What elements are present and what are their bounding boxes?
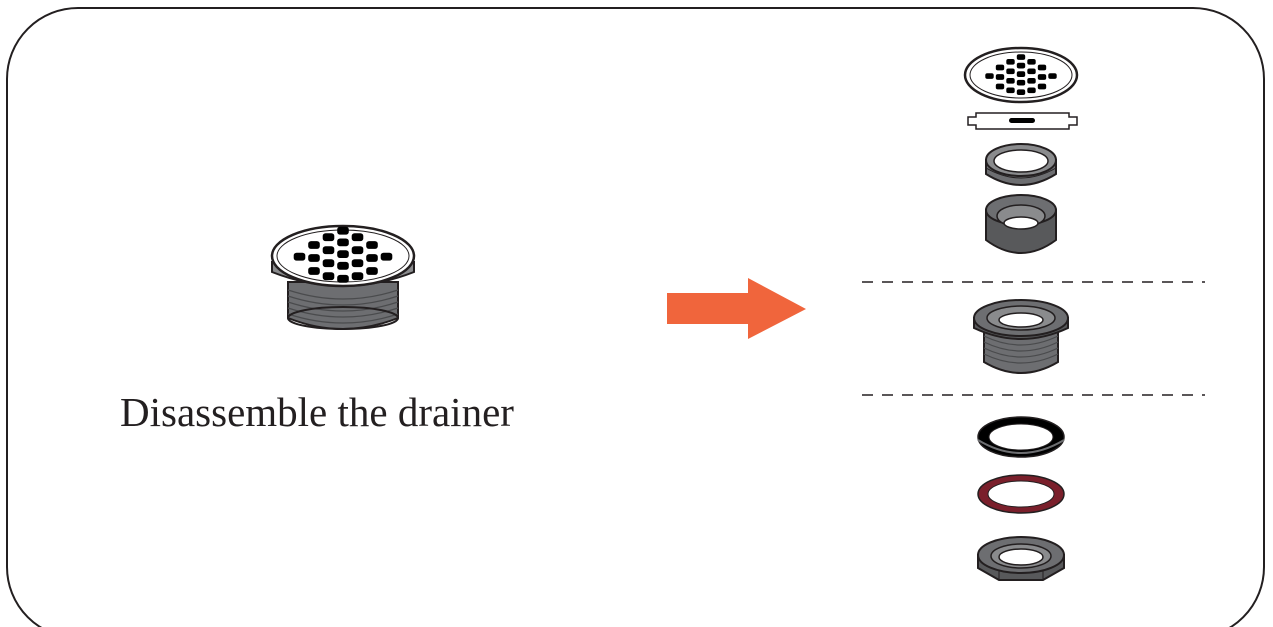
red-friction-washer-icon [977, 474, 1065, 514]
strainer-cover-icon [963, 46, 1079, 104]
compression-ring-icon [985, 143, 1057, 186]
assembled-drainer-icon [270, 224, 416, 330]
right-arrow-icon [667, 278, 806, 339]
drain-body-icon [973, 299, 1069, 374]
rounded-frame [6, 7, 1265, 627]
instruction-caption: Disassemble the drainer [120, 389, 514, 435]
adjustable-collar-icon [985, 194, 1057, 254]
retaining-clip-icon [967, 112, 1078, 130]
black-gasket-icon [977, 416, 1065, 458]
locknut-icon [977, 536, 1065, 581]
